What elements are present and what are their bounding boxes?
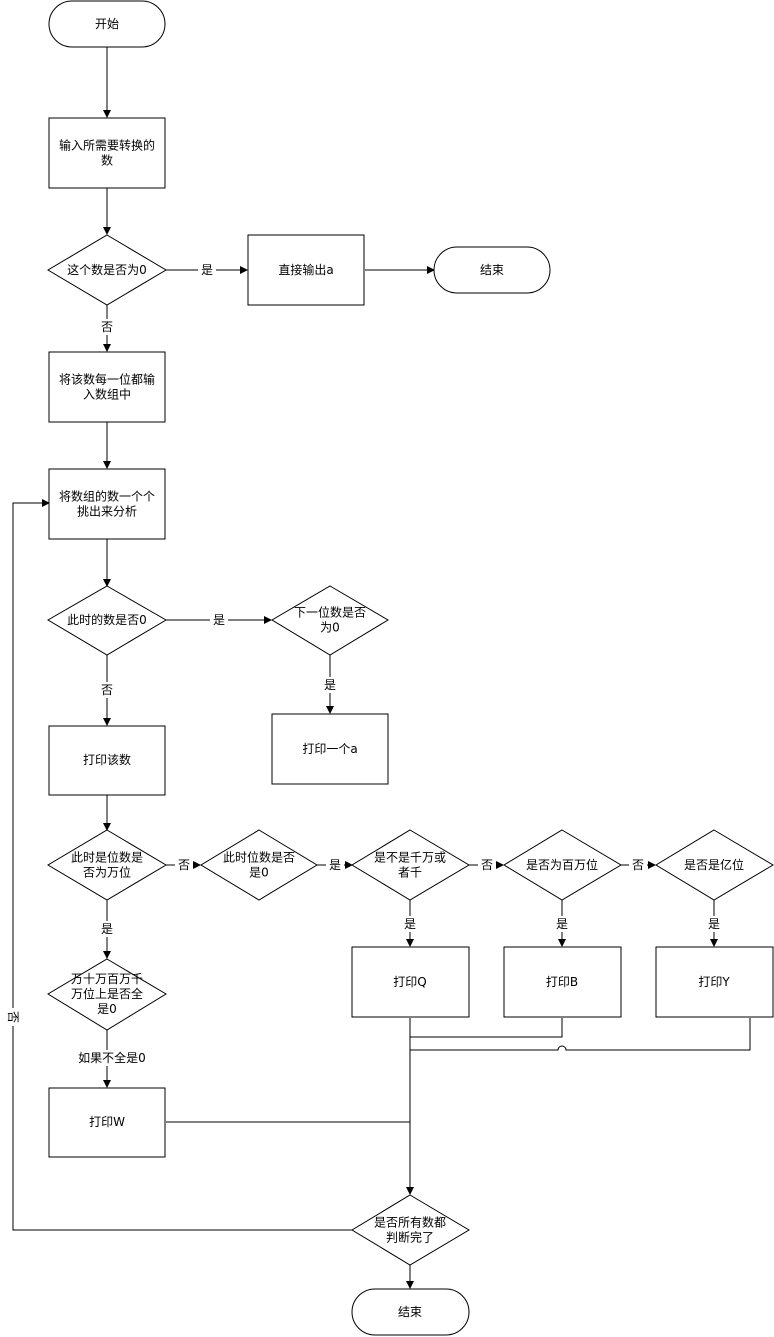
node-label-print-y: 打印Y bbox=[698, 975, 730, 989]
node-label-print-q: 打印Q bbox=[393, 975, 426, 989]
edge-label-next-zero-yes: 是 bbox=[324, 678, 336, 692]
edge-label-digit-zero-yes: 是 bbox=[329, 858, 341, 872]
node-label-input: 输入所需要转换的 bbox=[59, 138, 155, 153]
edge-label-wan-check-cond: 如果不全是0 bbox=[78, 1050, 146, 1065]
edge-label-qian-yes: 是 bbox=[404, 917, 416, 931]
node-label-baiwan: 是否为百万位 bbox=[526, 857, 598, 872]
node-label-digit-zero: 是0 bbox=[249, 866, 269, 880]
node-label-print-w: 打印W bbox=[89, 1115, 125, 1129]
node-label-digit-zero: 此时位数是否 bbox=[223, 850, 295, 865]
node-cur-zero bbox=[47, 585, 167, 656]
node-print-q bbox=[351, 946, 470, 1018]
node-print-w bbox=[48, 1087, 166, 1158]
node-start bbox=[48, 0, 166, 48]
node-qian bbox=[351, 829, 470, 901]
node-print-a bbox=[271, 713, 389, 785]
node-all-done bbox=[351, 1194, 470, 1266]
node-label-is-wan: 否为万位 bbox=[83, 865, 131, 880]
node-label-pick: 将数组的数一个个 bbox=[59, 489, 155, 504]
node-label-wan-check: 万十万百万千 bbox=[71, 972, 143, 986]
node-label-to-array: 将该数每一位都输 bbox=[59, 372, 155, 387]
edge-label-cur-zero-yes: 是 bbox=[213, 613, 225, 627]
node-label-to-array: 入数组中 bbox=[83, 387, 131, 402]
node-label-all-done: 判断完了 bbox=[386, 1230, 434, 1245]
edge-label-is-zero-no: 否 bbox=[101, 320, 113, 334]
node-is-zero bbox=[47, 234, 167, 306]
edge-label-all-done-no: 否 bbox=[6, 1011, 20, 1023]
edge-label-baiwan-yes: 是 bbox=[556, 917, 568, 931]
node-input bbox=[48, 117, 166, 189]
node-print-y bbox=[655, 946, 774, 1018]
edge-label-yi-yes: 是 bbox=[708, 917, 720, 931]
node-label-end1: 结束 bbox=[480, 263, 504, 277]
edge-printy-merge bbox=[410, 1018, 751, 1051]
edge-label-is-wan-yes: 是 bbox=[101, 922, 113, 936]
node-label-wan-check: 万位上是否全 bbox=[71, 986, 143, 1001]
node-digit-zero bbox=[200, 829, 318, 901]
node-label-qian: 是不是千万或 bbox=[374, 851, 446, 865]
node-end2 bbox=[351, 1288, 470, 1336]
node-label-print-b: 打印B bbox=[546, 975, 578, 989]
edge-label-qian-no: 否 bbox=[481, 858, 493, 872]
node-label-pick: 挑出来分析 bbox=[77, 505, 137, 519]
node-wan-check bbox=[47, 958, 167, 1031]
node-label-all-done: 是否所有数都 bbox=[374, 1215, 446, 1230]
node-print-num bbox=[48, 725, 166, 796]
node-end1 bbox=[433, 246, 551, 294]
node-label-next-zero: 下一位数是否 bbox=[294, 605, 366, 620]
edge-label-is-wan-no: 否 bbox=[178, 858, 190, 872]
node-label-print-a: 打印一个a bbox=[302, 742, 357, 756]
node-next-zero bbox=[271, 585, 389, 656]
node-label-qian: 者千 bbox=[398, 866, 422, 880]
node-output-a bbox=[247, 234, 365, 306]
node-yi bbox=[655, 829, 774, 901]
node-baiwan bbox=[503, 829, 622, 901]
node-label-start: 开始 bbox=[95, 17, 119, 31]
edge-alldone-loop bbox=[12, 499, 352, 1231]
node-label-is-zero: 这个数是否为0 bbox=[67, 262, 147, 277]
edge-label-is-zero-yes: 是 bbox=[201, 263, 213, 277]
node-label-output-a: 直接输出a bbox=[278, 262, 333, 277]
edge-printb-merge bbox=[410, 1018, 563, 1038]
node-is-wan bbox=[47, 829, 167, 901]
node-to-array bbox=[48, 351, 166, 423]
node-label-next-zero: 为0 bbox=[320, 621, 340, 635]
edge-label-baiwan-no: 否 bbox=[632, 858, 644, 872]
node-label-print-num: 打印该数 bbox=[83, 752, 131, 767]
node-pick bbox=[48, 468, 166, 540]
node-label-yi: 是否是亿位 bbox=[684, 857, 744, 872]
edge-label-cur-zero-no: 否 bbox=[101, 683, 113, 697]
node-label-end2: 结束 bbox=[398, 1305, 422, 1319]
node-label-wan-check: 是0 bbox=[97, 1002, 117, 1016]
node-label-cur-zero: 此时的数是否0 bbox=[67, 612, 147, 627]
node-label-is-wan: 此时是位数是 bbox=[71, 850, 143, 865]
node-print-b bbox=[503, 946, 622, 1018]
node-label-input: 数 bbox=[101, 153, 113, 168]
